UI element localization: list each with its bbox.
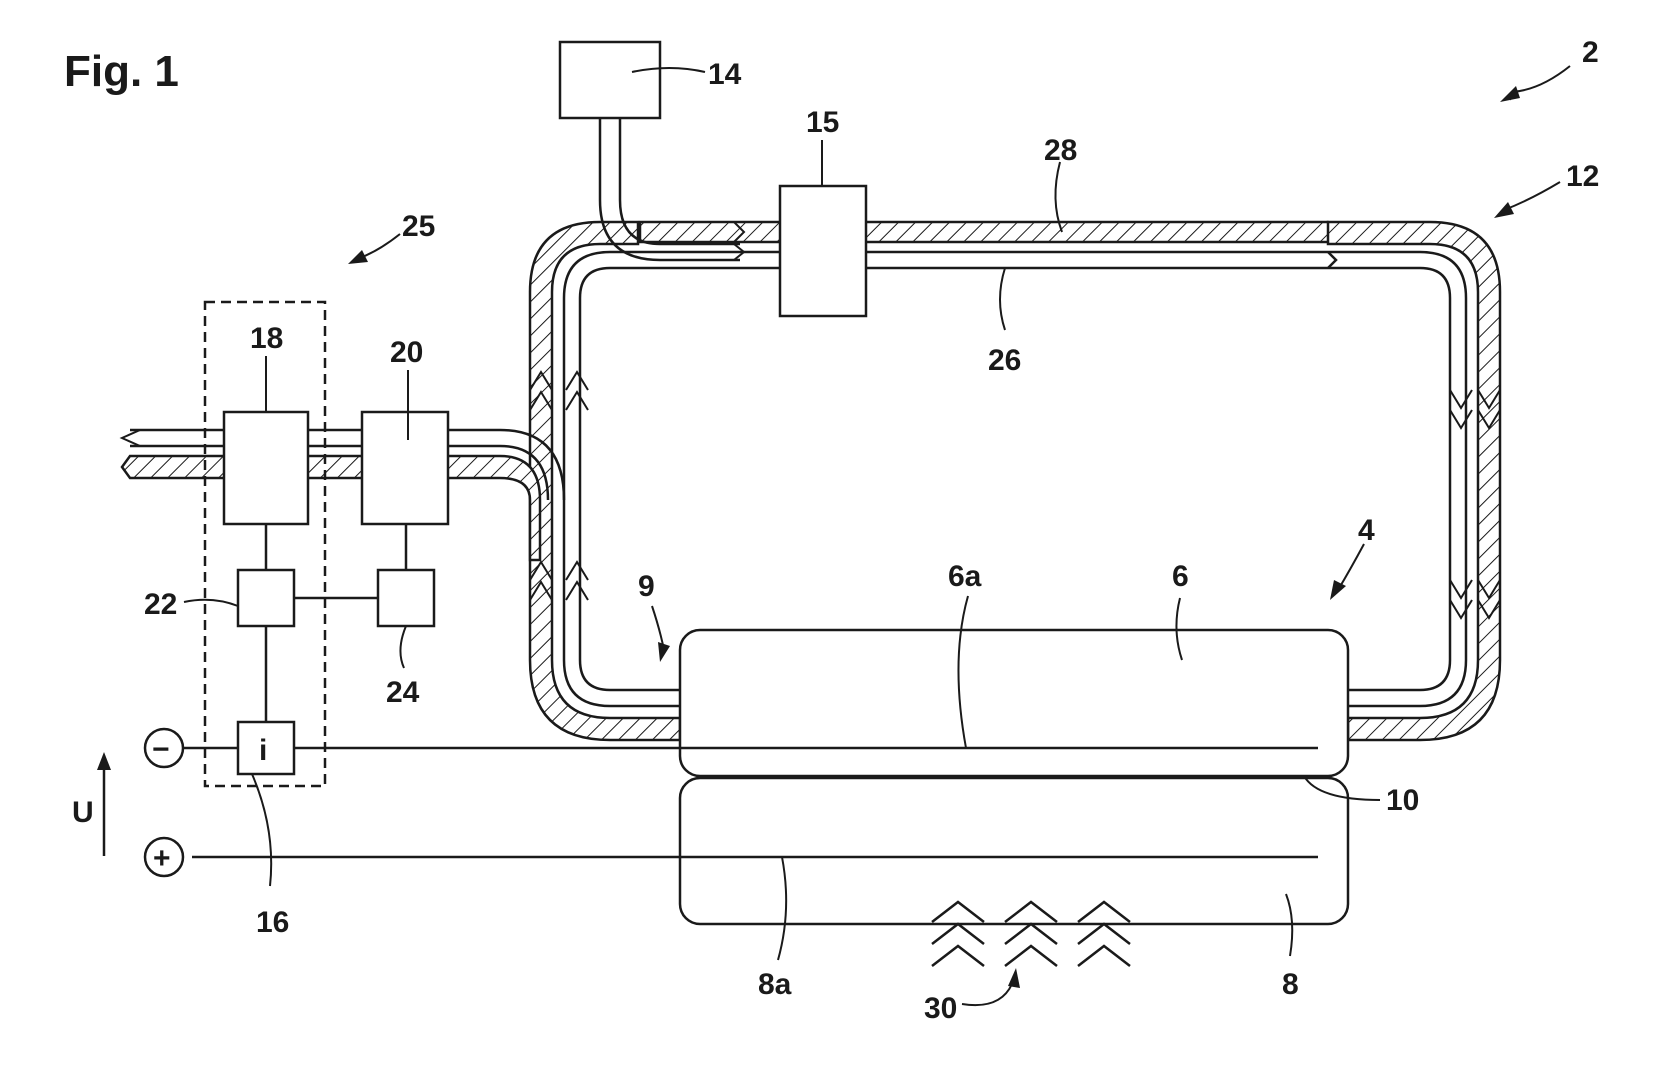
box-14 <box>560 42 660 118</box>
anode-block-6 <box>680 630 1348 776</box>
leader-24 <box>400 626 406 668</box>
box-18 <box>224 412 308 524</box>
label-20: 20 <box>390 336 423 369</box>
leader-4 <box>1330 544 1364 600</box>
label-15: 15 <box>806 106 839 139</box>
label-30: 30 <box>924 992 957 1025</box>
label-8a: 8a <box>758 968 792 1001</box>
leader-2 <box>1500 66 1570 102</box>
leader-26 <box>1000 268 1005 330</box>
leader-22 <box>184 600 238 606</box>
leader-12 <box>1494 182 1560 218</box>
label-6a: 6a <box>948 560 982 593</box>
label-14: 14 <box>708 58 742 91</box>
voltage-arrow <box>97 752 111 856</box>
exhaust-pipe <box>122 430 564 560</box>
label-22: 22 <box>144 588 177 621</box>
leader-16 <box>252 774 271 886</box>
leader-25 <box>348 234 400 264</box>
box-24 <box>378 570 434 626</box>
label-28: 28 <box>1044 134 1077 167</box>
current-symbol: i <box>259 734 267 767</box>
box-15 <box>780 186 866 316</box>
label-25: 25 <box>402 210 435 243</box>
voltage-symbol: U <box>72 796 94 829</box>
terminal-negative-sign: − <box>152 733 170 766</box>
label-6: 6 <box>1172 560 1189 593</box>
label-2: 2 <box>1582 36 1599 69</box>
label-10: 10 <box>1386 784 1419 817</box>
label-18: 18 <box>250 322 283 355</box>
cathode-block-8 <box>680 778 1348 924</box>
label-8: 8 <box>1282 968 1299 1001</box>
terminal-positive-sign: + <box>153 842 171 875</box>
figure-title: Fig. 1 <box>64 47 179 96</box>
label-16: 16 <box>256 906 289 939</box>
label-4: 4 <box>1358 514 1375 547</box>
label-24: 24 <box>386 676 420 709</box>
control-wires <box>184 524 680 748</box>
box-20 <box>362 412 448 524</box>
label-9: 9 <box>638 570 655 603</box>
label-12: 12 <box>1566 160 1599 193</box>
leader-9 <box>652 606 670 662</box>
box-22 <box>238 570 294 626</box>
leader-30 <box>962 968 1020 1005</box>
label-26: 26 <box>988 344 1021 377</box>
